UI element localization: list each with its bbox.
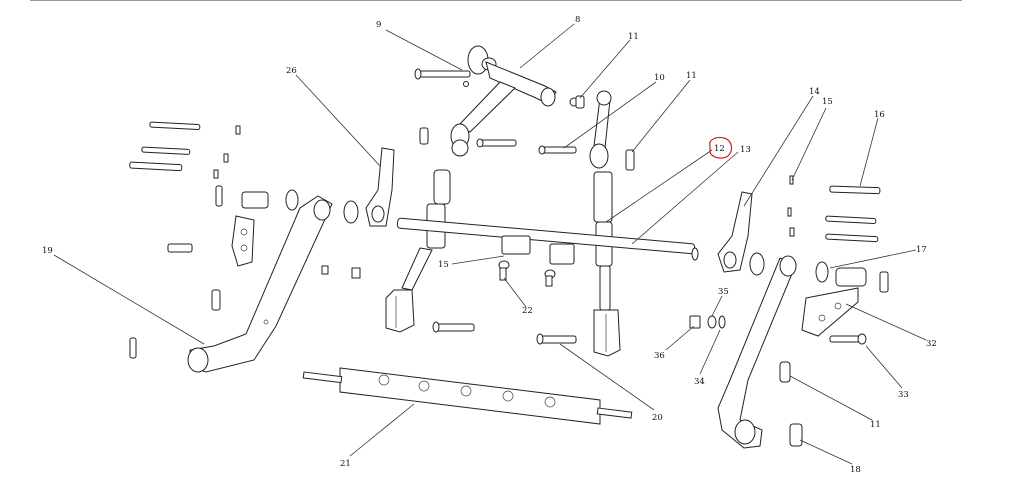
callout-14: 14 — [809, 87, 820, 97]
callout-33: 33 — [898, 390, 909, 400]
part-right-lower-link — [717, 255, 797, 449]
part-right-small-hardware — [779, 175, 889, 447]
callout-35: 35 — [718, 287, 729, 297]
callout-19: 19 — [42, 246, 53, 256]
callout-26: 26 — [286, 66, 297, 76]
callout-11: 11 — [870, 420, 881, 430]
callout-34: 34 — [694, 377, 705, 387]
callout-18: 18 — [850, 465, 861, 475]
part-bracket-right — [717, 191, 829, 283]
part-nuts-washers — [689, 315, 726, 329]
part-pin-lower — [432, 321, 577, 345]
callout-15: 15 — [822, 97, 833, 107]
callout-9: 9 — [376, 20, 381, 30]
leader-lines — [53, 23, 927, 465]
callout-11: 11 — [628, 32, 639, 42]
part-cross-shaft — [396, 217, 699, 265]
callout-10: 10 — [654, 73, 665, 83]
part-top-link — [467, 45, 579, 107]
part-left-lift-rod — [385, 169, 451, 333]
callout-labels: 9 8 11 26 10 11 14 15 16 12 13 19 15 22 … — [42, 15, 937, 475]
part-bracket-left — [285, 147, 395, 227]
callout-36: 36 — [654, 351, 665, 361]
part-lift-arms — [450, 81, 612, 169]
callout-32: 32 — [926, 339, 937, 349]
part-left-small-hardware — [129, 121, 429, 359]
callout-12: 12 — [714, 144, 725, 154]
callout-22: 22 — [522, 306, 533, 316]
part-right-lift-rod — [593, 171, 621, 357]
part-left-lower-link — [187, 195, 333, 373]
callout-21: 21 — [340, 459, 351, 469]
callout-20: 20 — [652, 413, 663, 423]
callout-8: 8 — [575, 15, 580, 25]
callout-16: 16 — [874, 110, 885, 120]
part-pins-center — [476, 95, 635, 171]
part-top-pin — [414, 68, 471, 87]
part-drawbar — [302, 367, 633, 425]
part-left-lock-assembly — [231, 191, 269, 267]
highlight-circle-12 — [709, 136, 733, 159]
part-bolt-22 — [498, 260, 556, 287]
callout-17: 17 — [916, 245, 927, 255]
part-right-lock-assembly — [801, 267, 867, 337]
callout-11: 11 — [686, 71, 697, 81]
callout-15: 15 — [438, 260, 449, 270]
callout-13: 13 — [740, 145, 751, 155]
